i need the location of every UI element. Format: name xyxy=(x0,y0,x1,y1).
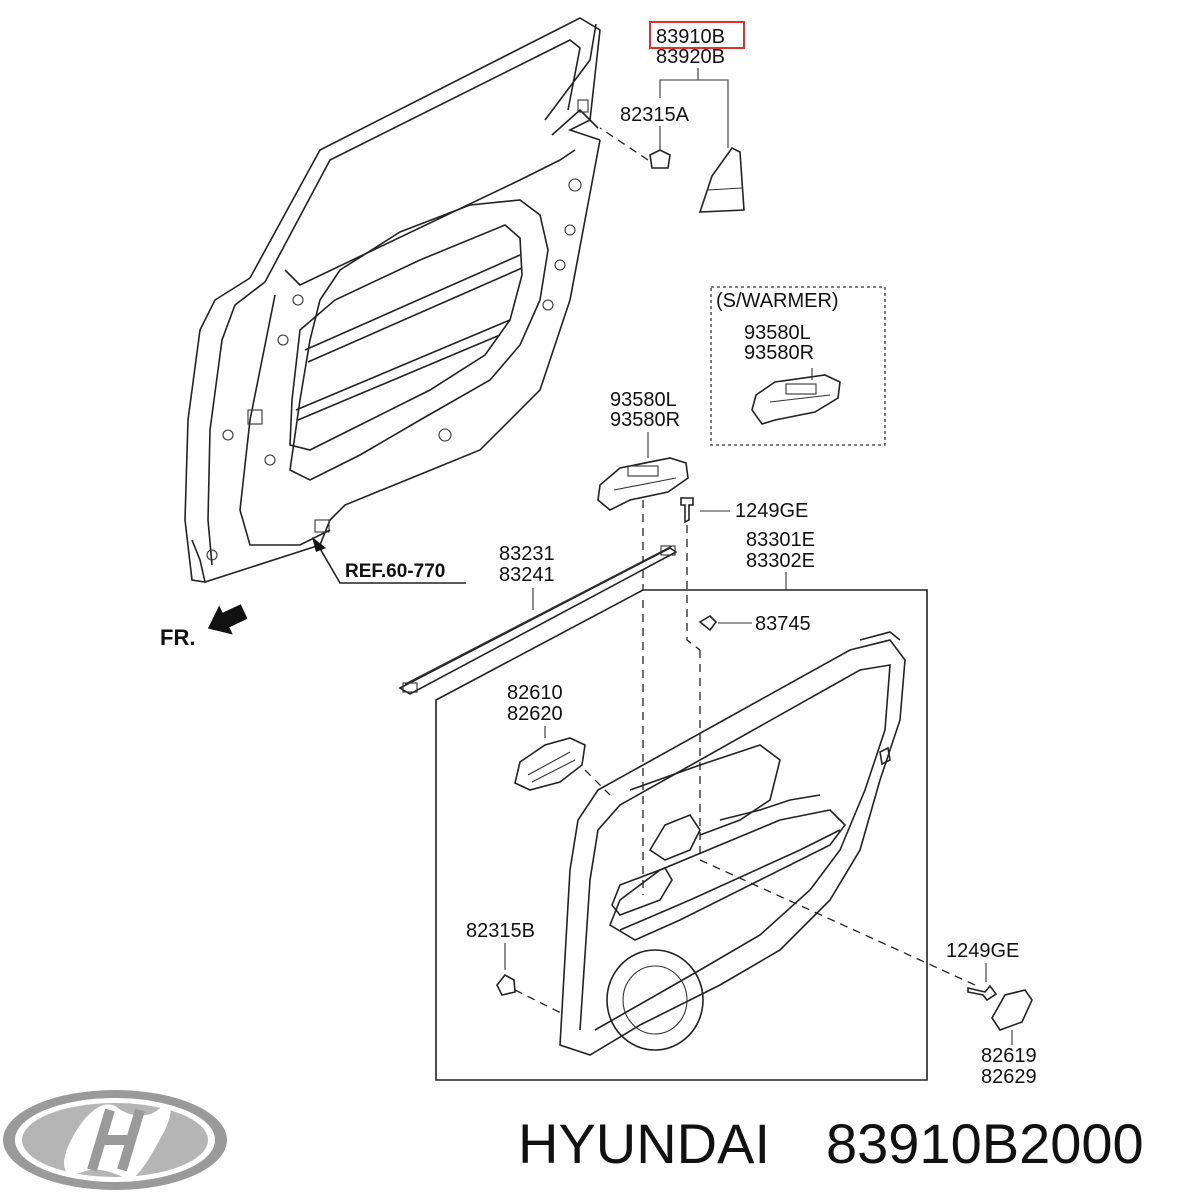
rear-door-frame xyxy=(184,17,601,583)
part-label-82610[interactable]: 82610 xyxy=(507,682,563,704)
screw-group-top: 1249GE xyxy=(680,497,808,651)
part-label-1249ge-bottom[interactable]: 1249GE xyxy=(946,940,1019,962)
arrow-icon xyxy=(207,604,248,635)
door-trim-panel-group: 83301E 83302E xyxy=(435,529,928,1081)
corner-cover-83910b xyxy=(698,146,745,213)
part-label-93580l-warmer[interactable]: 93580L xyxy=(744,322,811,344)
part-label-82315b[interactable]: 82315B xyxy=(466,920,535,942)
part-number: 83910B2000 xyxy=(826,1112,1144,1175)
clip-83745-group: 83745 xyxy=(698,613,811,635)
reference-callout: REF.60-770 xyxy=(312,537,466,584)
weatherstrip-group: 83231 83241 xyxy=(398,543,678,695)
part-label-83301e[interactable]: 83301E xyxy=(746,529,815,551)
part-label-83302e[interactable]: 83302E xyxy=(746,550,815,572)
window-switch-group: 93580L 93580R xyxy=(597,389,689,590)
handle-cover-group: 82619 82629 xyxy=(981,989,1037,1088)
clip-82315b-group: 82315B xyxy=(466,920,566,1016)
part-label-93580r[interactable]: 93580R xyxy=(610,409,680,431)
clip-82315a xyxy=(649,149,671,169)
reference-label: REF.60-770 xyxy=(345,561,445,582)
trim-panel-outline-box xyxy=(435,589,928,1081)
door-trim-panel xyxy=(559,631,906,1056)
screw-1249ge-top xyxy=(680,497,694,524)
highlight-box xyxy=(649,21,745,49)
front-direction-indicator: FR. xyxy=(160,604,248,650)
part-label-82620[interactable]: 82620 xyxy=(507,703,563,725)
part-label-83745[interactable]: 83745 xyxy=(755,613,811,635)
part-label-82619[interactable]: 82619 xyxy=(981,1045,1037,1067)
front-label: FR. xyxy=(160,625,195,650)
seat-warmer-switch-box: (S/WARMER) 93580L 93580R xyxy=(710,286,886,446)
swarmer-label[interactable]: (S/WARMER) xyxy=(716,290,839,312)
hyundai-logo xyxy=(3,1090,227,1190)
clip-82315b xyxy=(496,973,516,996)
part-label-93580l[interactable]: 93580L xyxy=(610,389,677,411)
brand-name: HYUNDAI xyxy=(518,1112,770,1175)
part-label-82629[interactable]: 82629 xyxy=(981,1066,1037,1088)
handle-cover-part xyxy=(991,989,1033,1031)
screw-1249ge-bottom xyxy=(967,984,998,1002)
inside-handle-group: 82610 82620 xyxy=(507,682,611,796)
part-label-93580r-warmer[interactable]: 93580R xyxy=(744,342,814,364)
inside-handle-part xyxy=(514,737,586,791)
part-label-1249ge-top[interactable]: 1249GE xyxy=(735,500,808,522)
part-label-83241[interactable]: 83241 xyxy=(499,564,555,586)
screw-group-bottom: 1249GE xyxy=(946,940,1019,1002)
part-label-83910b[interactable]: 83910B xyxy=(656,26,725,48)
part-label-83231[interactable]: 83231 xyxy=(499,543,555,565)
clip-83745 xyxy=(698,614,718,632)
part-label-82315a[interactable]: 82315A xyxy=(620,104,690,126)
leader-dash-screw xyxy=(699,859,976,986)
part-label-83920b[interactable]: 83920B xyxy=(656,46,725,68)
corner-trim-group: 83910B 83920B 82315A xyxy=(599,21,745,213)
